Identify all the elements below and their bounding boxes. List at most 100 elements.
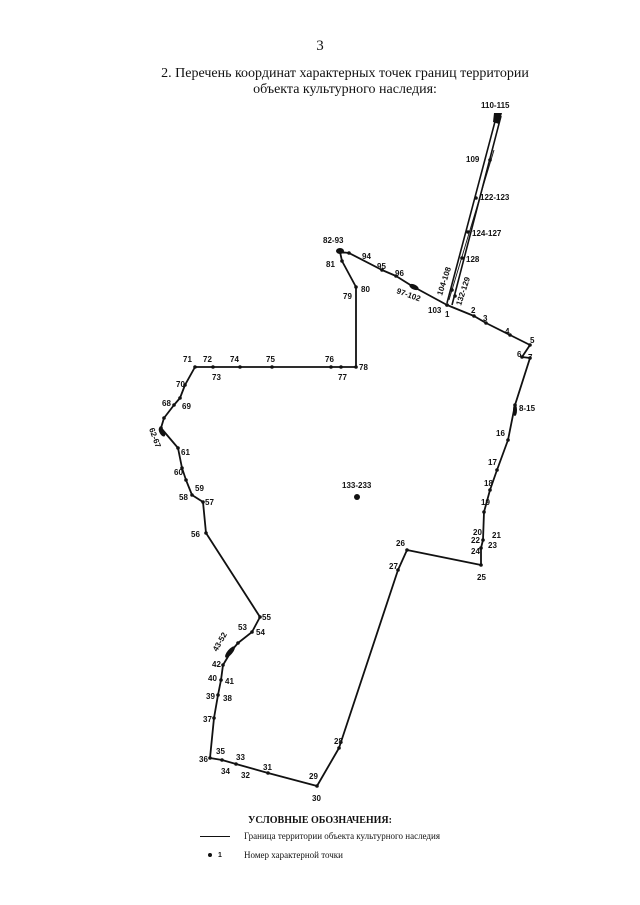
point-marker: [172, 403, 176, 407]
point-label: 103: [428, 306, 442, 315]
point-133-233: [354, 494, 360, 500]
legend-item-boundary: Граница территории объекта культурного н…: [200, 829, 440, 843]
point-marker: [162, 416, 166, 420]
dense-points-62-67: [158, 427, 166, 437]
point-marker: [208, 756, 212, 760]
point-label: 42: [212, 660, 221, 669]
point-label: 76: [325, 355, 334, 364]
legend-item-point: 1 Номер характерной точки: [200, 848, 343, 862]
point-marker: [183, 383, 187, 387]
point-label: 132-129: [454, 275, 472, 306]
point-marker: [453, 294, 457, 298]
point-label: 5: [530, 336, 535, 345]
point-label: 21: [492, 531, 501, 540]
point-label: 8-15: [519, 404, 536, 413]
corridor-line-east: [451, 115, 502, 306]
point-label: 109: [466, 155, 480, 164]
point-marker: [340, 259, 344, 263]
point-marker: [193, 365, 197, 369]
point-label: 57: [205, 498, 214, 507]
point-label: 25: [477, 573, 486, 582]
point-marker: [488, 158, 492, 162]
point-label: 124-127: [472, 229, 502, 238]
point-marker: [190, 493, 194, 497]
point-label: 27: [389, 562, 398, 571]
point-marker: [520, 355, 524, 359]
point-marker: [506, 438, 510, 442]
point-marker: [315, 784, 319, 788]
point-label: 55: [262, 613, 271, 622]
point-marker: [513, 403, 517, 407]
legend-text: Номер характерной точки: [244, 850, 343, 860]
point-marker: [234, 762, 238, 766]
point-marker: [250, 630, 254, 634]
point-marker: [221, 663, 225, 667]
point-marker: [258, 615, 262, 619]
point-marker: [211, 365, 215, 369]
point-marker: [488, 488, 492, 492]
point-label: 110-115: [481, 101, 510, 110]
point-marker: [354, 285, 358, 289]
point-label: 26: [396, 539, 405, 548]
point-marker: [329, 365, 333, 369]
point-marker: [236, 641, 240, 645]
point-label: 38: [223, 694, 232, 703]
point-label: 68: [162, 399, 171, 408]
point-marker: [338, 250, 342, 254]
point-label: 122-123: [480, 193, 510, 202]
point-label: 72: [203, 355, 212, 364]
point-label: 60: [174, 468, 183, 477]
legend-line-symbol: [200, 835, 230, 837]
point-label: 35: [216, 747, 225, 756]
point-label: 6: [517, 350, 522, 359]
point-marker: [176, 446, 180, 450]
point-label: 53: [238, 623, 247, 632]
point-label: 77: [338, 373, 347, 382]
legend-title: УСЛОВНЫЕ ОБОЗНАЧЕНИЯ:: [248, 815, 392, 826]
point-marker: [472, 314, 476, 318]
point-marker: [339, 365, 343, 369]
point-label: 4: [505, 327, 510, 336]
point-label: 61: [181, 448, 190, 457]
point-marker: [528, 356, 532, 360]
point-label: 128: [466, 255, 480, 264]
point-label: 81: [326, 260, 335, 269]
point-label: 79: [343, 292, 352, 301]
point-label: 56: [191, 530, 200, 539]
boundary-line: [160, 251, 531, 787]
point-label: 70: [176, 380, 185, 389]
point-label: 18: [484, 479, 493, 488]
point-marker: [347, 251, 351, 255]
point-label: 31: [263, 763, 272, 772]
corridor-line-middle: [448, 149, 495, 301]
point-marker: [396, 568, 400, 572]
characteristic-point-markers: [159, 158, 532, 788]
point-marker: [495, 468, 499, 472]
point-label: 74: [230, 355, 239, 364]
point-label: 69: [182, 402, 191, 411]
legend-dot-icon: [208, 853, 213, 857]
document-heading: 2. Перечень координат характерных точек …: [161, 66, 529, 97]
point-label: 39: [206, 692, 215, 701]
point-label: 19: [481, 498, 490, 507]
point-marker: [394, 274, 398, 278]
point-marker: [201, 500, 205, 504]
point-marker: [450, 288, 454, 292]
point-label: 43-52: [211, 630, 229, 653]
point-marker: [481, 538, 485, 542]
point-label: 82-93: [323, 236, 344, 245]
point-label: 59: [195, 484, 204, 493]
point-label: 7: [528, 353, 533, 362]
point-marker: [266, 771, 270, 775]
point-label: 54: [256, 628, 265, 637]
dense-points-43-52: [225, 646, 235, 658]
point-marker: [474, 196, 478, 200]
point-marker: [204, 531, 208, 535]
point-marker: [184, 478, 188, 482]
point-marker: [466, 230, 470, 234]
point-label: 95: [377, 262, 386, 271]
point-marker: [479, 546, 483, 550]
point-marker: [216, 693, 220, 697]
page-number: 3: [316, 38, 324, 54]
